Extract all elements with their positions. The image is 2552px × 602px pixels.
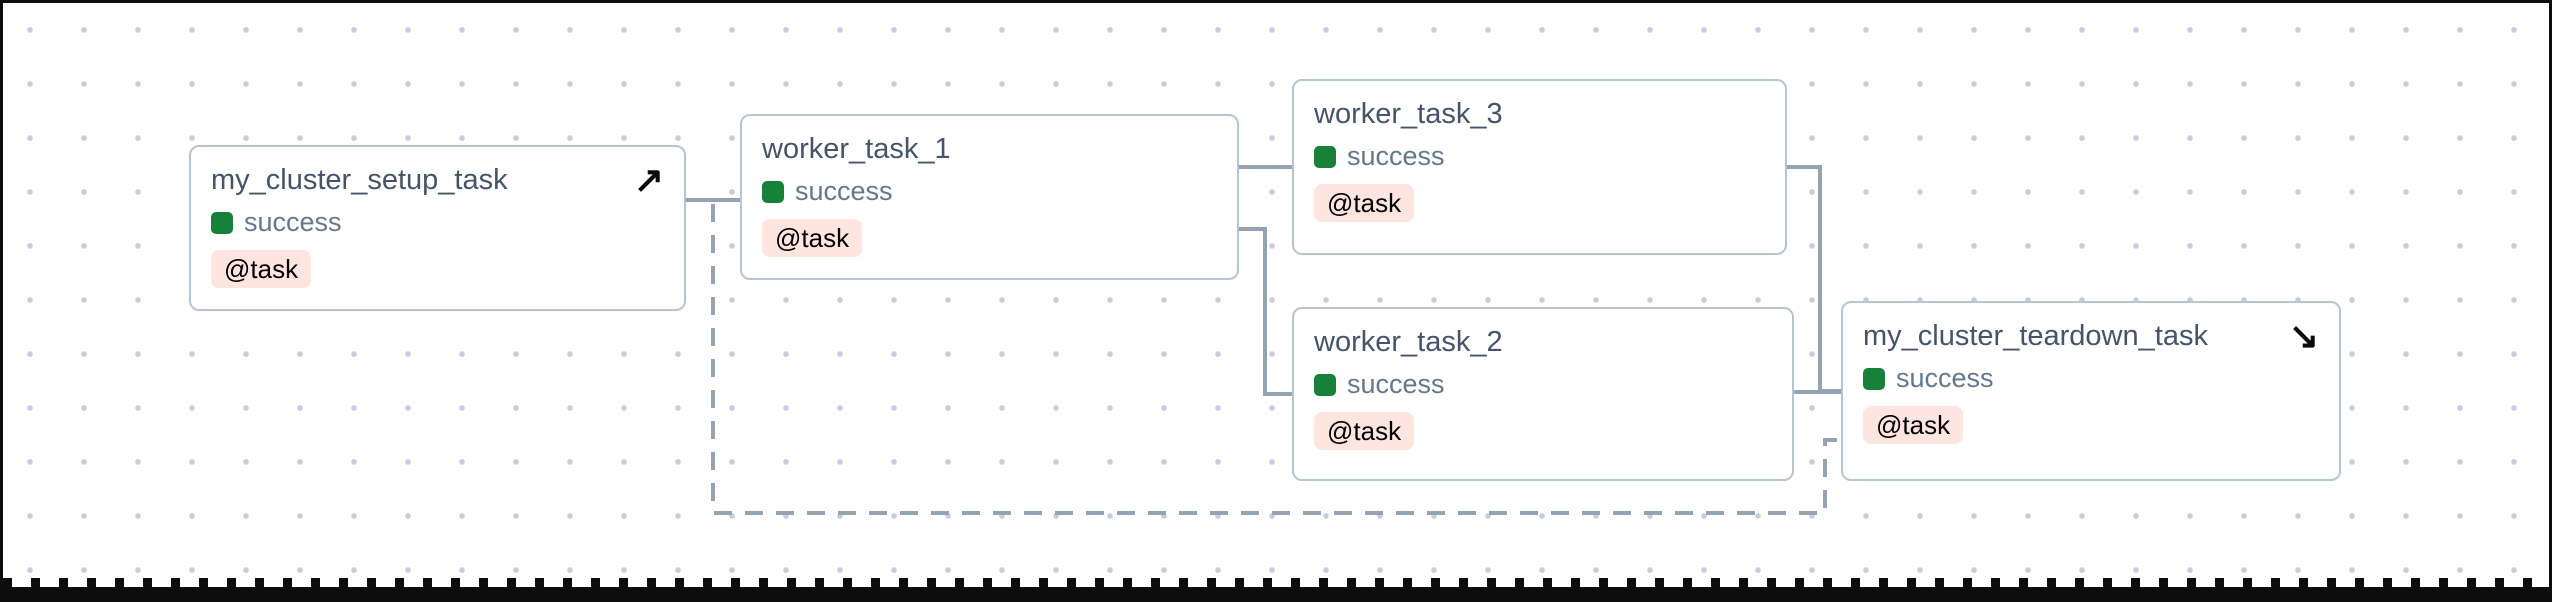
- task-node-header: worker_task_2: [1314, 324, 1772, 360]
- task-status-row: success: [1314, 141, 1765, 172]
- task-title: worker_task_1: [762, 133, 951, 165]
- task-decorator-badge: @task: [1863, 406, 1964, 444]
- task-status-row: success: [762, 176, 1217, 207]
- task-node-header: worker_task_3: [1314, 96, 1765, 132]
- task-decorator-badge: @task: [1314, 184, 1415, 222]
- task-node-my-cluster-teardown-task[interactable]: my_cluster_teardown_task ↘ success @task: [1841, 301, 2341, 481]
- edge-layer: [686, 165, 1841, 515]
- success-status-icon: [1314, 145, 1336, 168]
- success-status-icon: [211, 211, 233, 234]
- edge-worker1-to-worker2: [1239, 227, 1292, 396]
- task-title: worker_task_2: [1314, 326, 1503, 358]
- task-status-row: success: [211, 207, 664, 238]
- edge-setup-to-teardown-dashed: [686, 198, 1841, 515]
- status-label: success: [1347, 141, 1445, 171]
- task-title: my_cluster_setup_task: [211, 164, 508, 196]
- status-label: success: [1347, 369, 1445, 399]
- task-node-worker-task-1[interactable]: worker_task_1 success @task: [740, 114, 1239, 280]
- edge-worker3-to-teardown: [1787, 165, 1841, 393]
- task-status-row: success: [1314, 369, 1772, 400]
- status-label: success: [244, 207, 342, 237]
- task-title: my_cluster_teardown_task: [1863, 320, 2208, 352]
- bottom-edge-bar: [3, 587, 2549, 599]
- task-node-worker-task-3[interactable]: worker_task_3 success @task: [1292, 79, 1787, 255]
- task-decorator-badge: @task: [211, 250, 312, 288]
- status-label: success: [1896, 363, 1994, 393]
- task-node-worker-task-2[interactable]: worker_task_2 success @task: [1292, 307, 1794, 481]
- bottom-tick-marks: [3, 578, 2549, 587]
- success-status-icon: [1863, 367, 1885, 390]
- setup-arrow-icon: ↗: [633, 159, 664, 200]
- success-status-icon: [1314, 373, 1336, 396]
- teardown-arrow-icon: ↘: [2288, 315, 2319, 356]
- task-node-my-cluster-setup-task[interactable]: my_cluster_setup_task ↗ success @task: [189, 145, 686, 311]
- success-status-icon: [762, 180, 784, 203]
- task-node-header: my_cluster_teardown_task ↘: [1863, 318, 2319, 354]
- task-decorator-badge: @task: [762, 219, 863, 257]
- task-status-row: success: [1863, 363, 2319, 394]
- task-node-header: worker_task_1: [762, 131, 1217, 167]
- task-decorator-badge: @task: [1314, 412, 1415, 450]
- task-node-header: my_cluster_setup_task ↗: [211, 162, 664, 198]
- task-title: worker_task_3: [1314, 98, 1503, 130]
- status-label: success: [795, 176, 893, 206]
